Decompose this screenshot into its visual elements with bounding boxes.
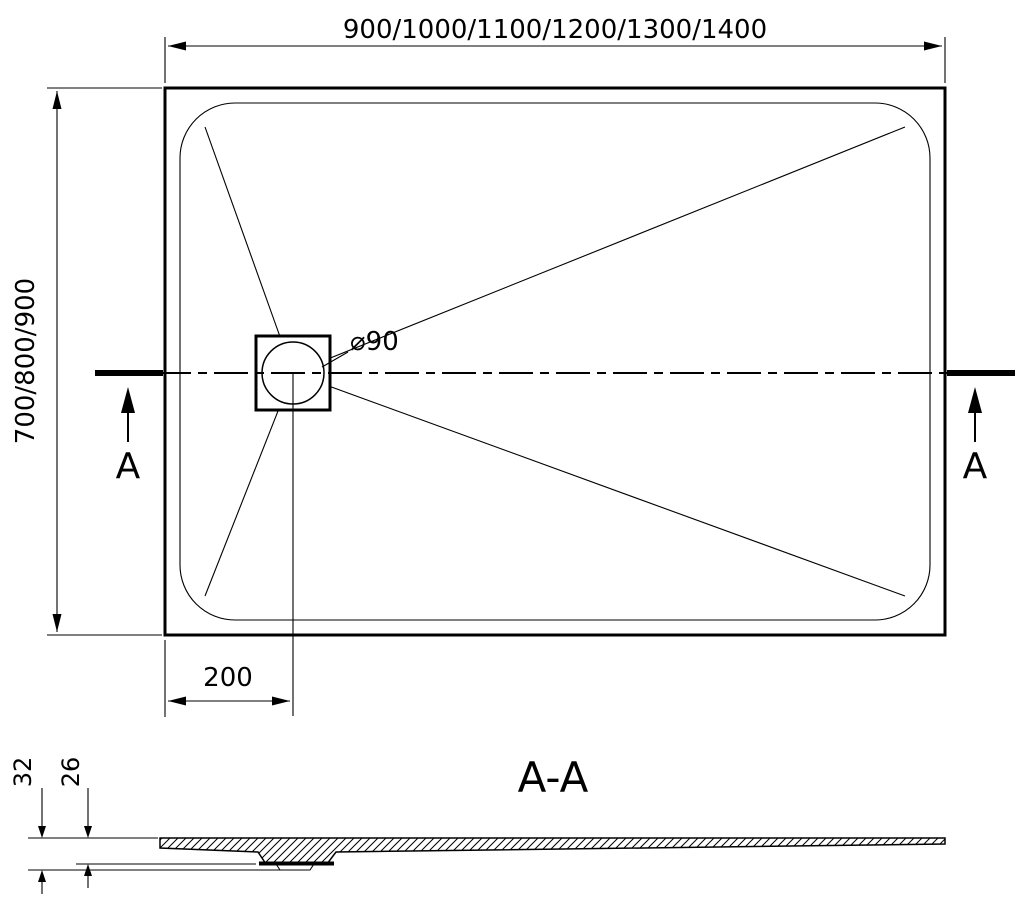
section-marker-right-label: A [963, 446, 988, 487]
drain-diameter-label: ⌀90 [350, 327, 399, 357]
section-profile [159, 837, 946, 865]
tray-inner-edge [179, 102, 931, 621]
depth-dimension-label: 700/800/900 [11, 278, 41, 444]
total-height-arrow-top-icon [38, 826, 46, 838]
dimension-inner-height: 26 [57, 757, 92, 888]
section-title: A-A [518, 753, 589, 802]
tray-outer-outline [163, 86, 947, 637]
top-view: A A ⌀90 900/1000/1100/1200/1300/1400 700… [11, 15, 1015, 717]
section-arrow-left-icon [121, 387, 135, 413]
inner-height-arrow-top-icon [84, 826, 92, 838]
drain-diameter: ⌀90 [321, 327, 399, 368]
slope-line-top-right [292, 126, 906, 374]
total-height-arrow-bottom-icon [38, 870, 46, 882]
drain-leader-line [321, 351, 349, 368]
dimension-width: 900/1000/1100/1200/1300/1400 [164, 15, 946, 83]
inner-height-label: 26 [57, 757, 85, 788]
section-marker-left: A [116, 387, 141, 487]
section-view: A-A 32 26 [9, 753, 946, 894]
slope-line-top-left [204, 126, 294, 374]
dimension-depth: 700/800/900 [11, 87, 162, 636]
dimension-total-height: 32 [9, 757, 46, 894]
inner-height-arrow-bottom-icon [84, 864, 92, 876]
section-marker-right: A [963, 387, 988, 487]
section-marker-left-label: A [116, 446, 141, 487]
total-height-label: 32 [9, 757, 37, 788]
slope-line-bottom-right [292, 372, 906, 597]
offset-dimension-label: 200 [203, 663, 253, 693]
section-arrow-right-icon [968, 387, 982, 413]
width-dimension-label: 900/1000/1100/1200/1300/1400 [343, 15, 767, 45]
dimension-drain-offset: 200 [164, 640, 290, 717]
